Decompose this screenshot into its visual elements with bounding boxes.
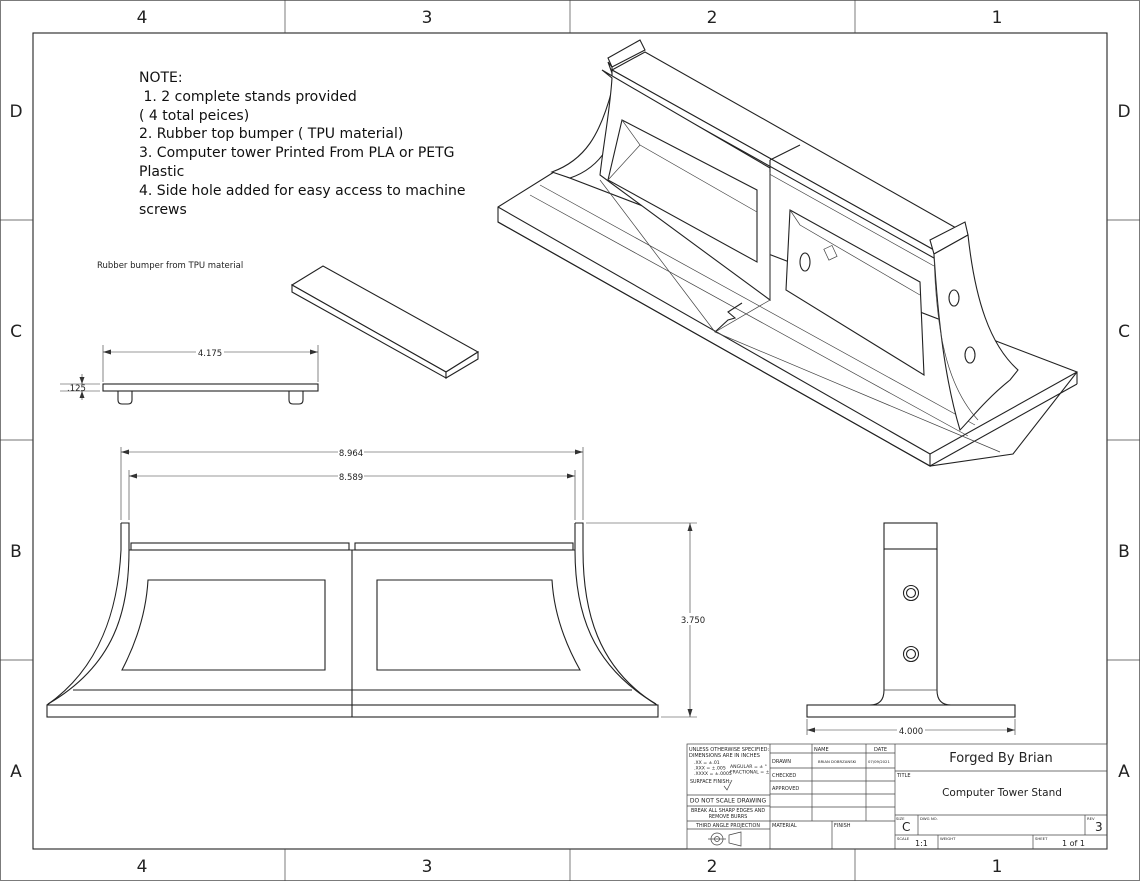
front-view: 8.964 8.589 3.750 xyxy=(46,446,705,718)
note-line-3: 2. Rubber top bumper ( TPU material) xyxy=(139,126,404,143)
size-value: C xyxy=(902,820,910,834)
tol-line-5: .XXXX = ±.0005 xyxy=(694,771,732,777)
tol-line-8: SURFACE FINISH: xyxy=(690,779,731,785)
row-drawn: DRAWN xyxy=(772,759,791,765)
zone-row-right-4: A xyxy=(1118,762,1130,782)
bumper-thickness-dim: .125 xyxy=(67,384,86,394)
tol-line-7: FRACTIONAL = ± xyxy=(730,770,770,776)
do-not-scale: DO NOT SCALE DRAWING xyxy=(690,798,767,805)
weight-label: WEIGHT xyxy=(940,836,956,841)
sheet-value: 1 of 1 xyxy=(1062,839,1085,848)
row-approved: APPROVED xyxy=(772,786,799,792)
tol-line-6: ANGULAR = ± ° xyxy=(730,764,767,770)
third-angle-projection-icon xyxy=(708,831,742,847)
bumper-label: Rubber bumper from TPU material xyxy=(97,261,243,271)
height-dim: 3.750 xyxy=(681,616,705,626)
finish-label: FINISH xyxy=(834,823,851,829)
zone-col-top-4: 1 xyxy=(992,8,1003,28)
tol-line-1: UNLESS OTHERWISE SPECIFIED: xyxy=(689,747,769,753)
break-edges-1: BREAK ALL SHARP EDGES AND xyxy=(691,808,765,814)
rev-value: 3 xyxy=(1095,820,1103,834)
note-line-1: 1. 2 complete stands provided xyxy=(139,88,357,105)
rev-label: REV xyxy=(1087,816,1095,821)
zone-row-right-1: D xyxy=(1117,102,1130,122)
tol-line-2: DIMENSIONS ARE IN INCHES xyxy=(689,753,760,759)
col-date: DATE xyxy=(874,747,887,753)
note-line-2: ( 4 total peices) xyxy=(139,107,250,124)
tol-line-4: .XXX = ±.005 xyxy=(694,766,726,772)
bumper-isometric xyxy=(290,265,480,379)
isometric-view xyxy=(497,39,1078,467)
zone-row-left-1: D xyxy=(9,102,22,122)
zone-col-top-2: 3 xyxy=(422,8,433,28)
size-label: SIZE xyxy=(896,816,905,821)
inner-width-dim: 8.589 xyxy=(339,473,363,483)
zone-col-bottom-4: 1 xyxy=(992,857,1003,877)
tol-line-3: .XX = ±.01 xyxy=(694,760,720,766)
overall-width-dim: 8.964 xyxy=(339,449,363,459)
break-edges-2: REMOVE BURRS xyxy=(709,814,748,820)
zone-row-right-3: B xyxy=(1118,542,1130,562)
zone-col-bottom-3: 2 xyxy=(707,857,718,877)
zone-col-bottom-1: 4 xyxy=(137,857,148,877)
projection-label: THIRD ANGLE PROJECTION xyxy=(695,823,760,829)
material-label: MATERIAL xyxy=(772,823,797,829)
zone-row-left-4: A xyxy=(10,762,22,782)
zone-row-right-2: C xyxy=(1118,322,1130,342)
notes-block: NOTE: 1. 2 complete stands provided ( 4 … xyxy=(139,69,479,219)
col-name: NAME xyxy=(814,747,829,753)
note-line-7: screws xyxy=(139,201,187,218)
note-line-4: 3. Computer tower Printed From PLA or PE… xyxy=(139,145,455,162)
note-line-5: Plastic xyxy=(139,163,185,180)
base-width-dim: 4.000 xyxy=(899,727,923,737)
title-label: TITLE xyxy=(896,773,911,779)
notes-heading: NOTE: xyxy=(139,70,183,86)
drawn-name: BRIAN DOBRZANSKI xyxy=(818,759,856,764)
bumper-view: Rubber bumper from TPU material 4.175 4.… xyxy=(60,261,319,405)
dwg-no-label: DWG NO. xyxy=(920,816,938,821)
zone-row-left-3: B xyxy=(10,542,22,562)
row-checked: CHECKED xyxy=(772,773,796,779)
side-view: 4.000 xyxy=(806,522,1016,737)
zone-col-top-3: 2 xyxy=(707,8,718,28)
zone-col-top-1: 4 xyxy=(137,8,148,28)
note-line-6: 4. Side hole added for easy access to ma… xyxy=(139,182,466,199)
title-block: UNLESS OTHERWISE SPECIFIED: DIMENSIONS A… xyxy=(686,743,1108,850)
company-name: Forged By Brian xyxy=(949,751,1053,766)
surface-finish-icon xyxy=(723,779,733,791)
zone-col-bottom-2: 3 xyxy=(422,857,433,877)
zone-labels: 4 3 2 1 4 3 2 1 D C B A D C B A xyxy=(9,8,1130,877)
scale-value: 1:1 xyxy=(915,839,928,848)
bumper-length-dim-label: 4.175 xyxy=(198,349,222,359)
drawing-title: Computer Tower Stand xyxy=(942,787,1062,799)
drawn-date: 07/09/2021 xyxy=(868,759,890,764)
sheet-label: SHEET xyxy=(1035,836,1048,841)
zone-row-left-2: C xyxy=(10,322,22,342)
scale-label: SCALE xyxy=(897,836,910,841)
